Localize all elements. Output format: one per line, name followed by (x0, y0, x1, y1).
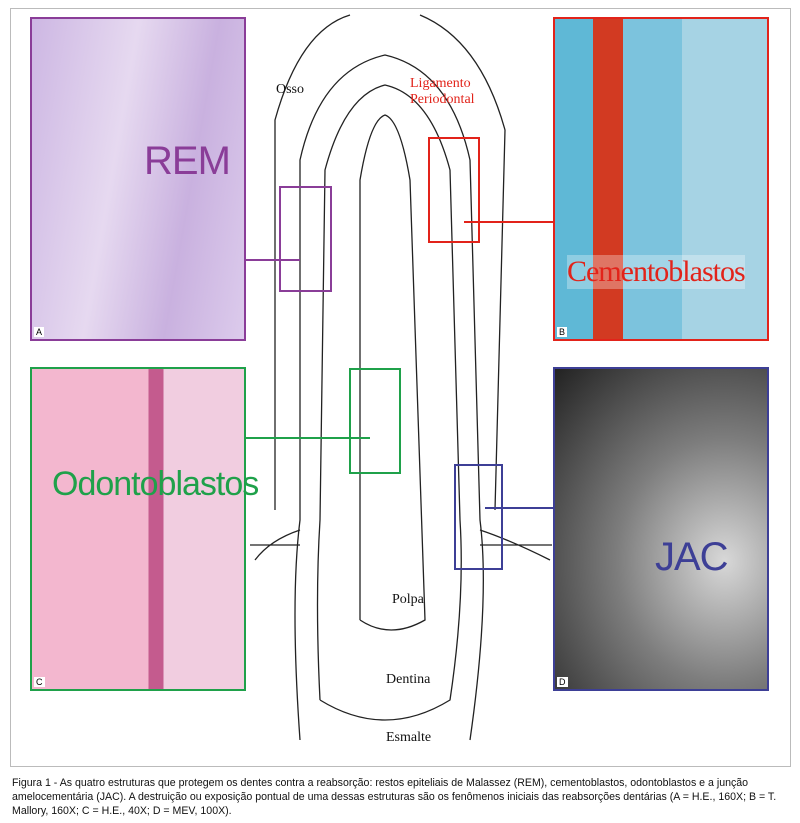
box-cementoblastos (428, 137, 480, 243)
label-cementoblastos: Cementoblastos (567, 255, 746, 289)
panel-letter: C (34, 677, 45, 687)
figure-caption: Figura 1 - As quatro estruturas que prot… (12, 777, 777, 817)
pulp-outline (359, 114, 426, 631)
gingiva-lines (250, 529, 552, 561)
panel-letter: D (557, 677, 568, 687)
label-odontoblastos: Odontoblastos (52, 465, 259, 503)
panel-letter: A (34, 327, 45, 337)
panel-a-rem-histology: REM A (30, 17, 246, 341)
panel-d-jac-sem: JAC D (553, 367, 769, 691)
label-dentina: Dentina (386, 672, 431, 687)
box-odontoblastos (349, 368, 401, 474)
tooth-outer-outline (294, 54, 484, 741)
label-ligamento-periodontal: Ligamento Periodontal (410, 76, 475, 107)
dentin-outline (316, 84, 462, 721)
label-jac: JAC (655, 535, 729, 579)
bone-outline (274, 14, 506, 511)
label-esmalte: Esmalte (386, 730, 432, 745)
label-osso: Osso (276, 82, 305, 97)
label-rem: REM (144, 139, 231, 183)
panel-b-cementoblastos-histology: Cementoblastos B (553, 17, 769, 341)
panel-letter: B (557, 327, 568, 337)
box-rem (279, 186, 332, 292)
figure-frame (10, 8, 791, 767)
box-jac (454, 464, 503, 570)
panel-c-odontoblastos-histology: Odontoblastos C (30, 367, 259, 691)
label-polpa: Polpa (392, 592, 424, 607)
